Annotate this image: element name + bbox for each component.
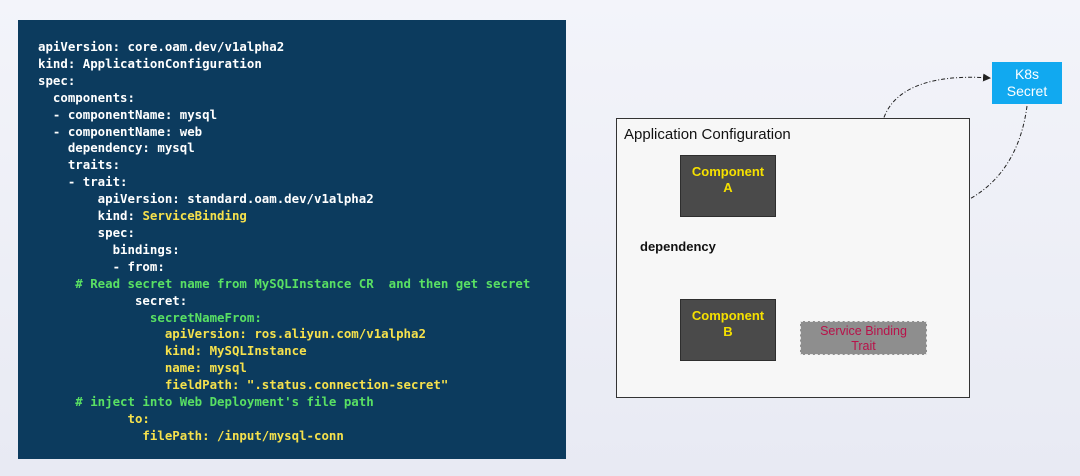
service-binding-trait-box: Service Binding Trait: [800, 321, 927, 355]
yaml-code-panel: apiVersion: core.oam.dev/v1alpha2 kind: …: [18, 20, 566, 459]
code-segment: traits:: [38, 157, 121, 173]
code-segment: spec:: [38, 224, 135, 240]
code-segment: # inject into Web Deployment's file path: [38, 394, 374, 410]
code-segment: kind: MySQLInstance: [38, 343, 307, 359]
code-segment: spec:: [38, 72, 76, 88]
k8s-secret-box: K8s Secret: [992, 62, 1062, 104]
component-a-letter: A: [723, 180, 733, 195]
code-segment: name: mysql: [38, 360, 247, 376]
code-segment: - from:: [38, 258, 165, 274]
code-segment: secretNameFrom:: [38, 309, 262, 325]
code-segment: kind: ApplicationConfiguration: [38, 55, 262, 71]
secret-label: Secret: [1006, 83, 1048, 99]
trait-label: Trait: [851, 339, 876, 353]
application-configuration-frame: [616, 118, 970, 398]
code-segment: # Read secret name from MySQLInstance CR…: [38, 275, 531, 291]
component-a-label: Component: [691, 164, 765, 179]
code-segment: components:: [38, 89, 135, 105]
component-b-letter: B: [723, 324, 733, 339]
code-segment: ServiceBinding: [142, 208, 247, 224]
code-segment: dependency: mysql: [38, 140, 195, 156]
yaml-code-block: apiVersion: core.oam.dev/v1alpha2 kind: …: [38, 39, 530, 445]
code-segment: secret:: [38, 292, 188, 308]
dependency-label: dependency: [640, 239, 716, 254]
k8s-label: K8s: [1014, 66, 1040, 82]
component-a-box: Component A: [680, 155, 776, 217]
code-segment: apiVersion: ros.aliyun.com/v1alpha2: [38, 326, 426, 342]
code-segment: fieldPath: ".status.connection-secret": [38, 377, 449, 393]
code-segment: apiVersion: core.oam.dev/v1alpha2: [38, 39, 285, 54]
frame-title: Application Configuration: [624, 126, 791, 143]
code-segment: to:: [38, 410, 150, 426]
component-b-label: Component: [691, 308, 765, 323]
code-segment: - componentName: web: [38, 123, 203, 139]
code-segment: apiVersion: standard.oam.dev/v1alpha2: [38, 191, 374, 207]
code-segment: bindings:: [38, 241, 180, 257]
service-binding-label: Service Binding: [820, 324, 907, 338]
code-segment: filePath: /input/mysql-conn: [38, 427, 344, 443]
code-segment: kind:: [38, 208, 143, 224]
code-segment: - trait:: [38, 174, 128, 190]
component-b-box: Component B: [680, 299, 776, 361]
code-segment: - componentName: mysql: [38, 106, 218, 122]
